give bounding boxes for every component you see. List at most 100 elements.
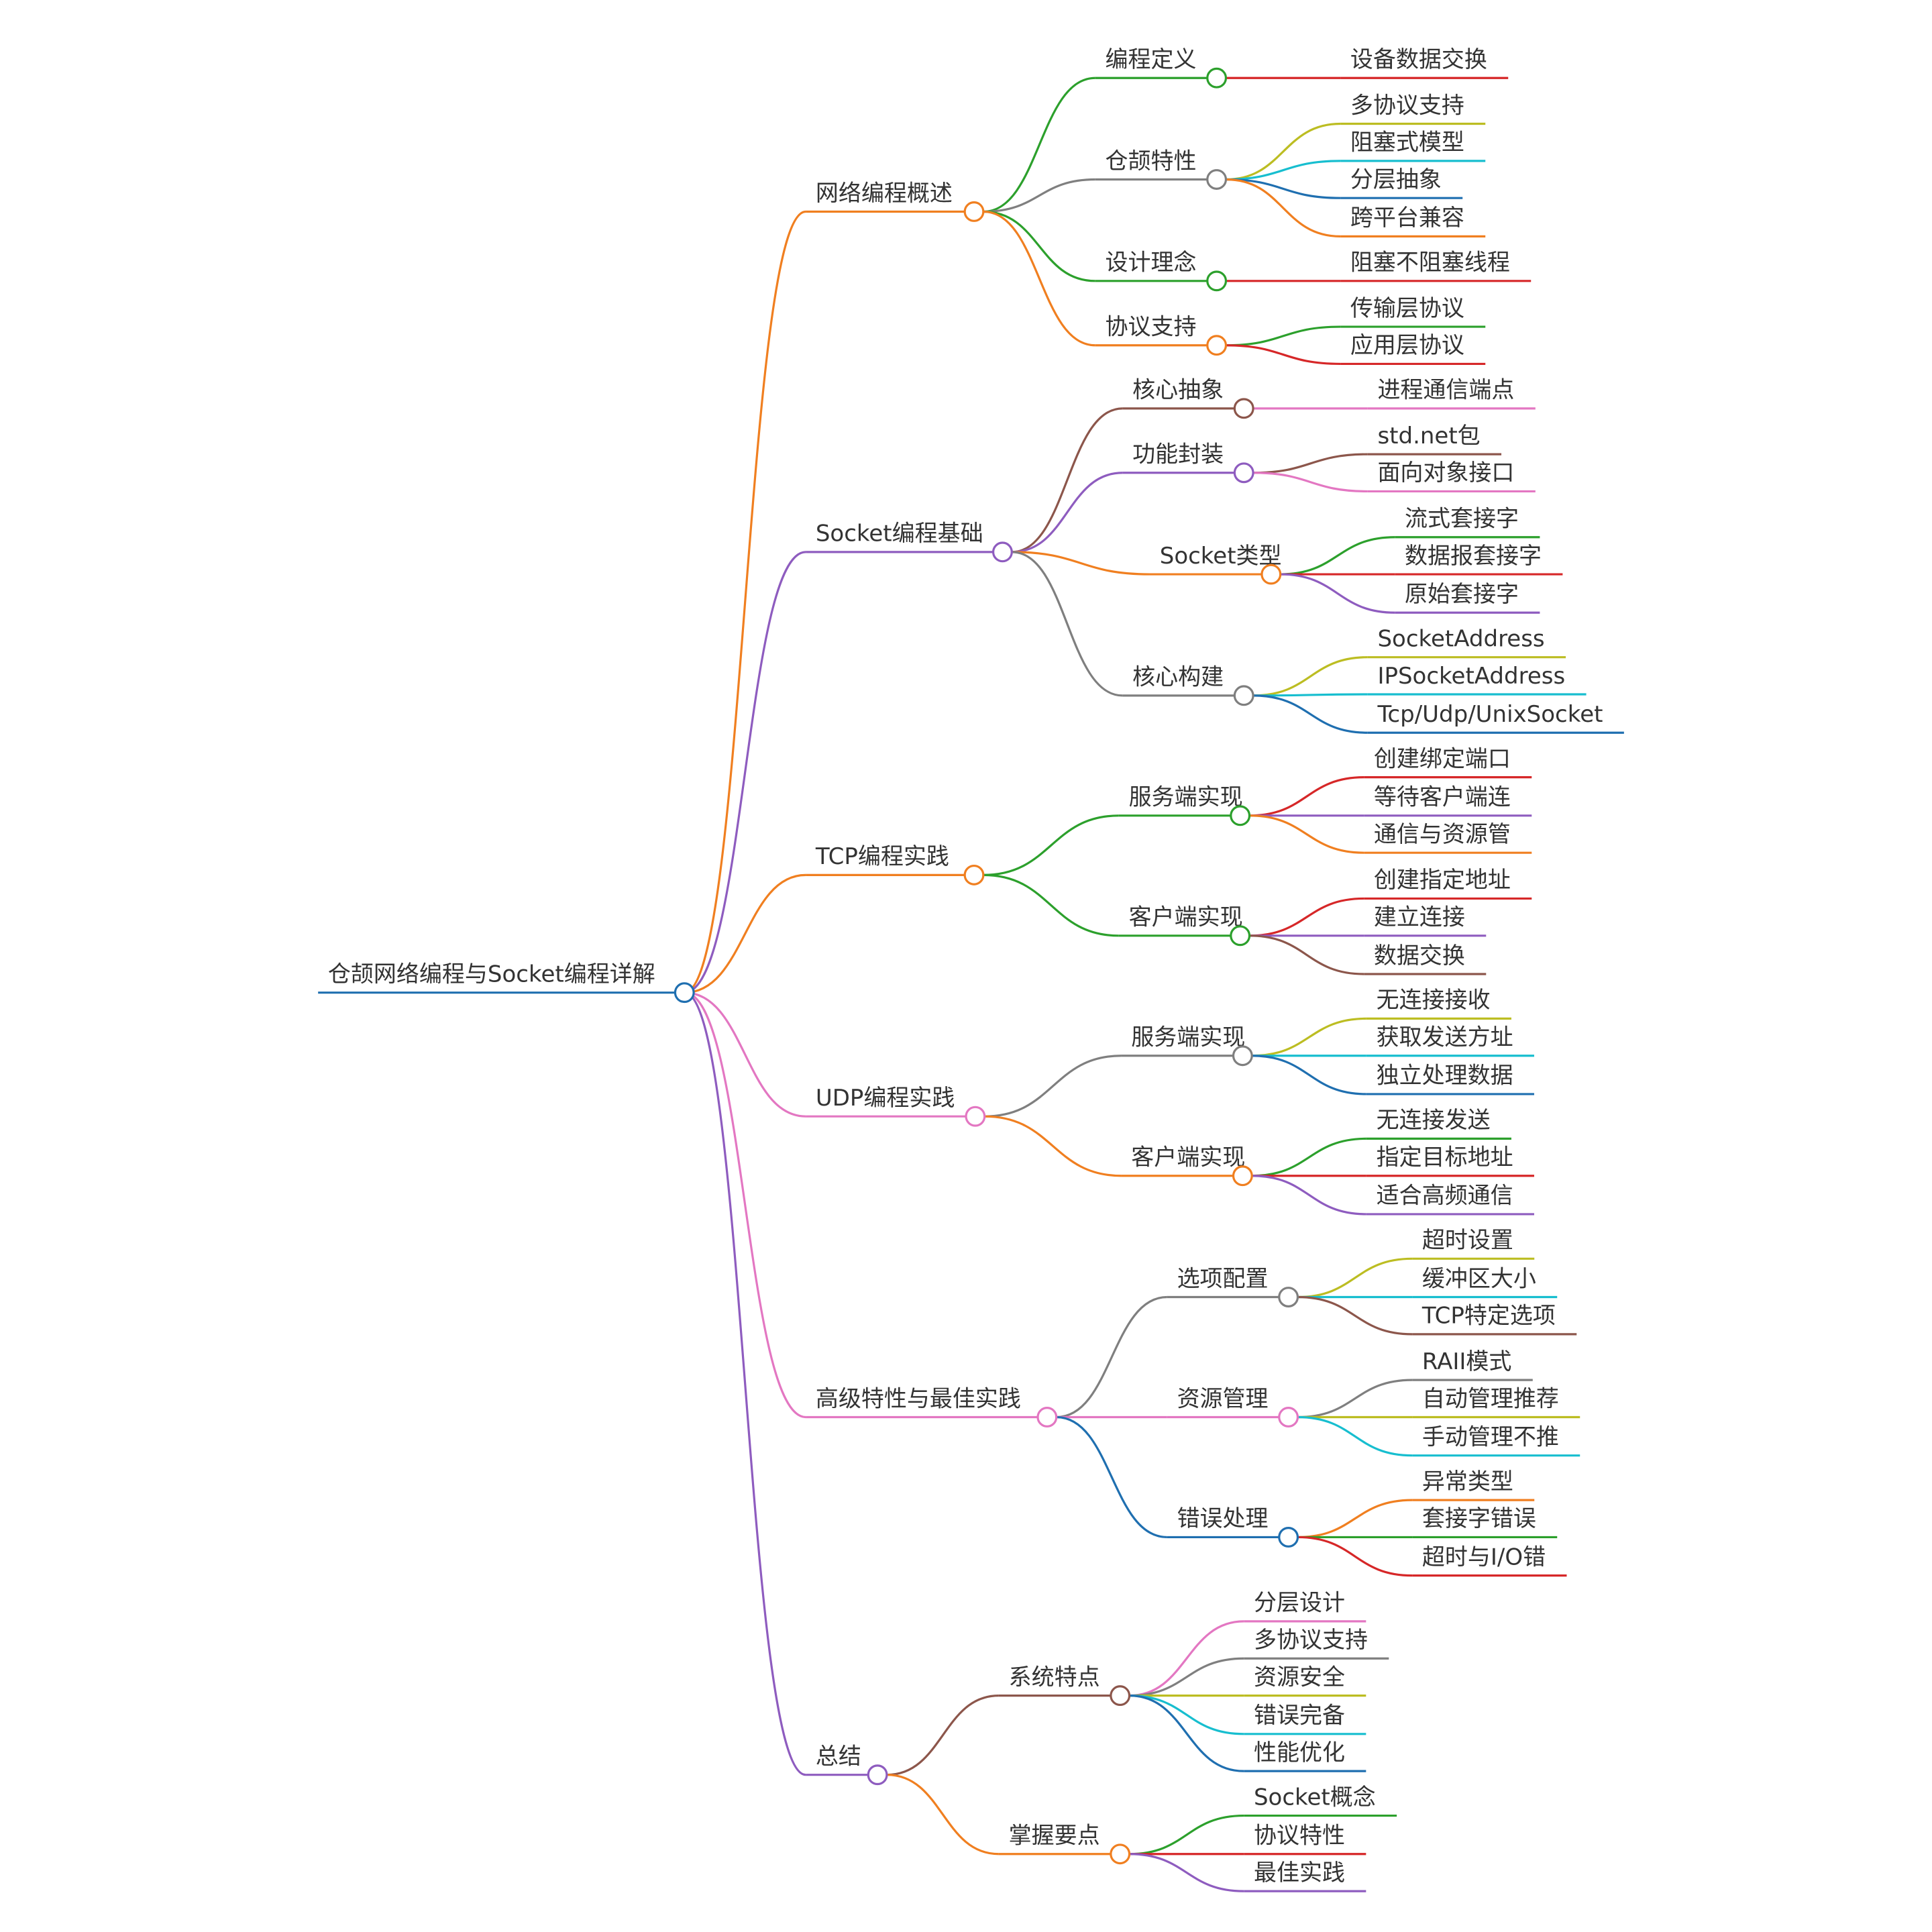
leaf-label-6-2-3: 最佳实践 <box>1254 1860 1345 1886</box>
edge-topic-2-4-to-leaf-2 <box>1253 693 1368 697</box>
edge-root-to-branch-1 <box>684 210 806 994</box>
topic-label-3-1: 服务端实现 <box>1129 784 1243 811</box>
leaf-label-5-3-2: 套接字错误 <box>1422 1505 1536 1532</box>
branch-label-1: 网络编程概述 <box>816 180 953 207</box>
branch-node-3[interactable] <box>963 864 985 885</box>
edge-root-to-branch-6 <box>684 991 806 1776</box>
topic-node-2-4[interactable] <box>1233 685 1254 706</box>
edge-topic-2-3-to-leaf-1 <box>1280 536 1395 576</box>
edge-branch-1-to-topic-1 <box>983 76 1095 213</box>
leaf-label-2-4-3: Tcp/Udp/UnixSocket <box>1377 701 1603 728</box>
edge-branch-2-to-topic-2 <box>1012 472 1123 553</box>
leaf-label-5-3-3: 超时与I/O错 <box>1422 1544 1546 1570</box>
edge-root-to-branch-4 <box>684 991 806 1118</box>
leaf-label-5-1-1: 超时设置 <box>1422 1227 1513 1254</box>
leaf-label-4-2-3: 适合高频通信 <box>1377 1183 1513 1210</box>
topic-label-1-2: 仓颉特性 <box>1106 148 1197 174</box>
root-node[interactable] <box>674 982 695 1004</box>
topic-node-6-1[interactable] <box>1110 1685 1131 1707</box>
edge-topic-4-1-to-leaf-3 <box>1252 1055 1366 1095</box>
topic-node-3-2[interactable] <box>1230 925 1251 947</box>
edge-topic-1-2-to-leaf-3 <box>1226 178 1341 199</box>
leaf-label-1-2-2: 阻塞式模型 <box>1350 129 1464 156</box>
leaf-label-4-1-3: 独立处理数据 <box>1377 1063 1513 1089</box>
topic-node-2-1[interactable] <box>1233 398 1254 419</box>
leaf-label-3-1-3: 通信与资源管 <box>1374 821 1511 848</box>
leaf-label-4-1-2: 获取发送方址 <box>1377 1024 1513 1051</box>
branch-node-2[interactable] <box>991 541 1013 563</box>
leaf-label-3-2-2: 建立连接 <box>1374 904 1465 931</box>
edge-topic-5-1-to-leaf-3 <box>1297 1295 1413 1336</box>
edge-topic-4-2-to-leaf-3 <box>1252 1175 1366 1216</box>
branch-node-6[interactable] <box>867 1764 888 1786</box>
mindmap-node-circles <box>674 67 1299 1865</box>
edge-branch-5-to-topic-1 <box>1056 1295 1167 1419</box>
edge-topic-4-2-to-leaf-1 <box>1252 1137 1366 1177</box>
edge-branch-1-to-topic-2 <box>983 178 1095 213</box>
topic-node-2-2[interactable] <box>1233 462 1254 484</box>
leaf-label-4-2-2: 指定目标地址 <box>1377 1144 1513 1171</box>
topic-node-2-3[interactable] <box>1260 564 1282 585</box>
leaf-label-6-2-2: 协议特性 <box>1254 1823 1345 1849</box>
edge-topic-3-1-to-leaf-3 <box>1249 814 1364 854</box>
leaf-label-5-2-3: 手动管理不推 <box>1422 1424 1559 1450</box>
edge-topic-5-2-to-leaf-1 <box>1297 1379 1413 1419</box>
branch-label-4: UDP编程实践 <box>816 1085 955 1112</box>
topic-node-1-4[interactable] <box>1206 335 1228 356</box>
topic-node-4-1[interactable] <box>1232 1045 1253 1067</box>
topic-node-1-2[interactable] <box>1206 169 1228 190</box>
edge-topic-6-2-to-leaf-3 <box>1129 1853 1244 1892</box>
edge-topic-3-2-to-leaf-1 <box>1249 897 1364 937</box>
branch-node-1[interactable] <box>963 201 985 222</box>
topic-node-4-2[interactable] <box>1232 1165 1253 1187</box>
edge-branch-5-to-topic-3 <box>1056 1415 1167 1539</box>
topic-node-5-3[interactable] <box>1278 1527 1299 1548</box>
topic-node-6-2[interactable] <box>1110 1843 1131 1865</box>
edge-topic-5-1-to-leaf-1 <box>1297 1257 1413 1299</box>
topic-label-2-1: 核心抽象 <box>1132 377 1224 404</box>
branch-node-4[interactable] <box>965 1106 986 1127</box>
leaf-label-5-2-2: 自动管理推荐 <box>1422 1385 1559 1412</box>
edge-topic-6-1-to-leaf-5 <box>1129 1695 1244 1772</box>
edge-branch-3-to-topic-1 <box>983 814 1119 876</box>
edge-topic-6-1-to-leaf-2 <box>1129 1657 1244 1697</box>
edge-branch-6-to-topic-2 <box>886 1774 999 1856</box>
edge-branch-4-to-topic-1 <box>984 1055 1122 1118</box>
root-label: 仓颉网络编程与Socket编程详解 <box>328 961 655 987</box>
edge-root-to-branch-3 <box>684 873 806 994</box>
topic-label-2-4: 核心构建 <box>1132 664 1224 691</box>
edge-topic-1-2-to-leaf-2 <box>1226 160 1341 181</box>
branch-label-2: Socket编程基础 <box>816 521 983 547</box>
leaf-label-6-1-3: 资源安全 <box>1254 1664 1345 1690</box>
leaf-label-1-1-1: 设备数据交换 <box>1350 46 1487 73</box>
leaf-label-1-3-1: 阻塞不阻塞线程 <box>1350 250 1510 276</box>
topic-node-1-3[interactable] <box>1206 270 1228 292</box>
leaf-label-5-3-1: 异常类型 <box>1422 1468 1513 1495</box>
edge-topic-1-4-to-leaf-2 <box>1226 344 1341 366</box>
topic-label-2-3: Socket类型 <box>1160 543 1282 570</box>
edge-branch-2-to-topic-1 <box>1012 407 1123 553</box>
topic-node-3-1[interactable] <box>1230 805 1251 826</box>
leaf-label-6-2-1: Socket概念 <box>1254 1784 1376 1811</box>
leaf-label-2-4-1: SocketAddress <box>1377 625 1544 652</box>
edge-branch-1-to-topic-4 <box>983 210 1095 347</box>
edge-topic-4-1-to-leaf-1 <box>1252 1017 1366 1057</box>
topic-node-1-1[interactable] <box>1206 67 1228 89</box>
topic-node-5-1[interactable] <box>1278 1287 1299 1307</box>
mindmap-labels: 仓颉网络编程与Socket编程详解网络编程概述编程定义设备数据交换仓颉特性多协议… <box>328 46 1603 1886</box>
edge-topic-1-2-to-leaf-1 <box>1226 122 1341 181</box>
topic-label-4-2: 客户端实现 <box>1131 1144 1245 1171</box>
edge-branch-1-to-topic-3 <box>983 210 1095 282</box>
leaf-label-2-1-1: 进程通信端点 <box>1377 377 1514 404</box>
topic-node-5-2[interactable] <box>1278 1407 1299 1428</box>
leaf-label-2-2-1: std.net包 <box>1377 423 1480 449</box>
leaf-label-1-4-2: 应用层协议 <box>1350 332 1464 359</box>
branch-label-3: TCP编程实践 <box>815 843 949 870</box>
edge-branch-6-to-topic-1 <box>886 1695 999 1776</box>
leaf-label-2-3-3: 原始套接字 <box>1405 581 1519 608</box>
branch-node-5[interactable] <box>1036 1407 1058 1428</box>
edge-branch-2-to-topic-3 <box>1012 551 1150 576</box>
leaf-label-6-1-1: 分层设计 <box>1254 1590 1345 1617</box>
topic-label-3-2: 客户端实现 <box>1129 904 1243 931</box>
